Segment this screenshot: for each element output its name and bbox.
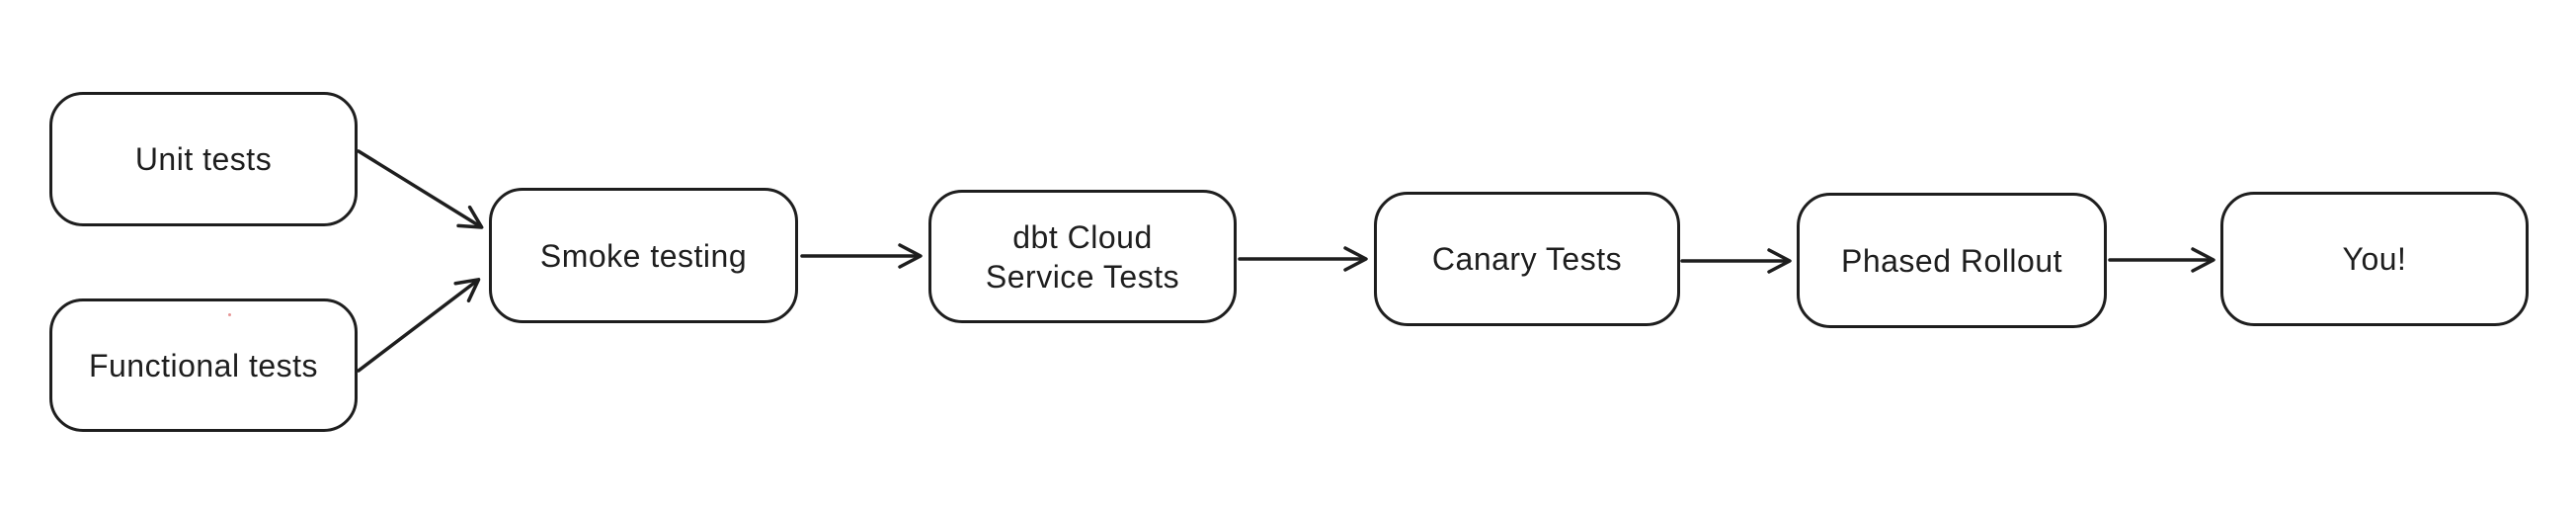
node-unit-tests: Unit tests xyxy=(49,92,358,226)
node-functional-tests: Functional tests xyxy=(49,298,358,432)
node-smoke-testing: Smoke testing xyxy=(489,188,798,323)
node-phased-rollout: Phased Rollout xyxy=(1797,193,2107,328)
node-you-label: You! xyxy=(2342,241,2407,277)
node-phased-rollout-label: Phased Rollout xyxy=(1840,242,2063,279)
node-functional-tests-label: Functional tests xyxy=(88,347,319,383)
edge-unit-tests-to-smoke-testing xyxy=(357,149,484,229)
node-canary-tests-label: Canary Tests xyxy=(1431,241,1623,277)
node-dbt-cloud-service-tests: dbt Cloud Service Tests xyxy=(928,190,1237,323)
node-smoke-testing-label: Smoke testing xyxy=(539,237,748,274)
node-you: You! xyxy=(2220,192,2529,326)
node-dbt-cloud-service-tests-label: dbt Cloud Service Tests xyxy=(985,218,1180,295)
node-unit-tests-label: Unit tests xyxy=(134,141,273,177)
node-canary-tests: Canary Tests xyxy=(1374,192,1680,326)
edge-functional-tests-to-smoke-testing xyxy=(357,278,481,373)
stray-red-dot xyxy=(228,313,231,316)
